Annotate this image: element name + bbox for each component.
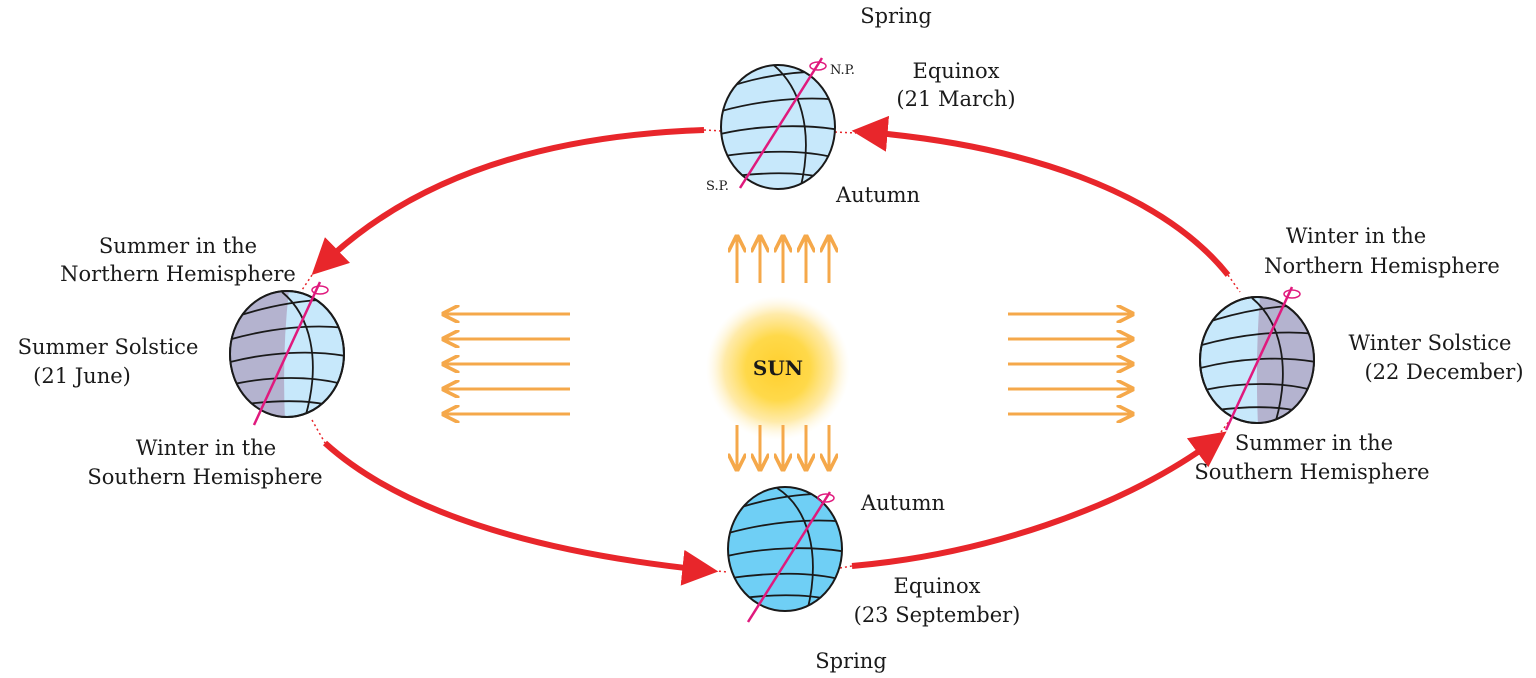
label-solstice-title-left: Summer Solstice bbox=[18, 335, 199, 359]
label-right-north-1: Winter in the bbox=[1286, 224, 1426, 248]
label-autumn-top: Autumn bbox=[835, 183, 920, 207]
labels-june-solstice: Summer in the Northern Hemisphere Summer… bbox=[18, 234, 323, 489]
globe-axis bbox=[252, 281, 322, 426]
labels-december-solstice: Winter in the Northern Hemisphere Winter… bbox=[1194, 224, 1523, 484]
globe-december-solstice bbox=[1199, 286, 1315, 431]
rays-up bbox=[737, 238, 829, 283]
label-left-north-2: Northern Hemisphere bbox=[60, 262, 296, 286]
label-equinox-date: (21 March) bbox=[896, 87, 1015, 111]
label-right-north-2: Northern Hemisphere bbox=[1264, 254, 1500, 278]
rotation-icon bbox=[1283, 289, 1301, 299]
south-pole-label: S.P. bbox=[706, 179, 729, 194]
rotation-icon bbox=[311, 285, 329, 295]
label-equinox-date-bottom: (23 September) bbox=[854, 603, 1021, 627]
label-solstice-date-right: (22 December) bbox=[1364, 360, 1523, 384]
north-pole-label: N.P. bbox=[830, 63, 855, 78]
globe-march-equinox: N.P. S.P. bbox=[706, 57, 855, 194]
sun-rays bbox=[445, 238, 1131, 468]
label-left-north-1: Summer in the bbox=[99, 234, 257, 258]
label-solstice-date-left: (21 June) bbox=[33, 364, 131, 388]
label-equinox-title-bottom: Equinox bbox=[893, 574, 980, 598]
sun-label: SUN bbox=[753, 356, 803, 380]
orbit-arc-top-to-left bbox=[311, 127, 705, 276]
sun: SUN bbox=[706, 296, 850, 440]
globe-night-side bbox=[230, 291, 289, 417]
label-spring-bottom: Spring bbox=[815, 649, 887, 673]
rays-left bbox=[445, 314, 570, 414]
label-spring-top: Spring bbox=[860, 4, 932, 28]
label-left-south-2: Southern Hemisphere bbox=[87, 465, 322, 489]
globe-axis bbox=[746, 491, 832, 623]
label-right-south-2: Southern Hemisphere bbox=[1194, 460, 1429, 484]
globe-june-solstice bbox=[229, 281, 345, 426]
labels-march-equinox: Spring Equinox (21 March) Autumn bbox=[835, 4, 1016, 207]
globe-september-equinox bbox=[727, 486, 843, 623]
rays-down bbox=[737, 425, 829, 468]
label-left-south-1: Winter in the bbox=[136, 436, 276, 460]
globe-axis bbox=[1224, 286, 1294, 431]
orbit-arc-right-to-top bbox=[851, 115, 1231, 277]
orbit-path bbox=[301, 115, 1241, 586]
sun-glow bbox=[706, 296, 850, 440]
rays-right bbox=[1008, 314, 1131, 414]
label-equinox-title: Equinox bbox=[912, 59, 999, 83]
orbit-arc-left-to-bottom bbox=[322, 440, 719, 586]
labels-september-equinox: Autumn Equinox (23 September) Spring bbox=[815, 491, 1020, 673]
label-solstice-title-right: Winter Solstice bbox=[1349, 331, 1512, 355]
label-right-south-1: Summer in the bbox=[1235, 431, 1393, 455]
orbit-arc-bottom-to-right bbox=[851, 431, 1227, 569]
globe-axis bbox=[738, 57, 824, 189]
rotation-icon bbox=[809, 61, 827, 71]
orbit-dotted-connectors bbox=[301, 129, 1241, 573]
label-autumn-bottom: Autumn bbox=[860, 491, 945, 515]
rotation-icon bbox=[817, 493, 835, 503]
